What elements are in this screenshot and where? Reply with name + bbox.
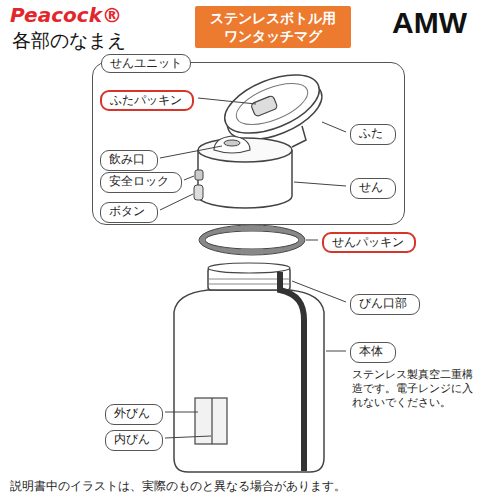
- label-text: せん: [359, 180, 387, 195]
- neck-opening: [208, 263, 290, 273]
- button-drawing: [194, 185, 203, 200]
- inner-wall: [211, 398, 212, 444]
- leader-line: [326, 351, 346, 352]
- note-text: ステンレス製真空二重構造です。電子レンジに入れないでください。: [352, 368, 477, 410]
- label-text: 本体: [359, 344, 387, 359]
- label-text: 飲み口: [109, 152, 149, 167]
- part-label: 飲み口: [100, 150, 158, 171]
- gasket-outline: [199, 225, 305, 255]
- leader-line: [165, 436, 211, 438]
- part-label: 外びん: [105, 404, 163, 425]
- product-badge: ステンレスボトル用 ワンタッチマグ: [195, 6, 351, 48]
- safety-lock: [195, 170, 203, 180]
- leader-line: [198, 98, 256, 104]
- lid-inner: [231, 75, 313, 133]
- leader-line: [160, 146, 222, 158]
- part-label: ふた: [350, 124, 396, 145]
- label-text: ボタン: [109, 204, 149, 219]
- leader-line: [306, 240, 318, 241]
- label-text: 外びん: [114, 406, 154, 421]
- leader-line: [184, 176, 194, 180]
- diagram-title: 各部のなまえ: [12, 28, 126, 54]
- label-text: せんパッキン: [332, 235, 406, 250]
- part-label: せん: [350, 178, 396, 199]
- cutaway-window: [195, 398, 227, 444]
- lid-seal: [250, 95, 277, 117]
- part-label: 内びん: [105, 430, 163, 451]
- gasket-ring: [202, 228, 302, 252]
- label-text: びん口部: [359, 296, 411, 311]
- part-label: せんパッキン: [322, 232, 416, 253]
- mouth-hole: [224, 140, 240, 146]
- label-text: 内びん: [114, 432, 154, 447]
- leader-lines: [160, 98, 346, 438]
- group-frame: せんユニットふたパッキンふた飲み口安全ロックせんボタン: [92, 62, 405, 225]
- brand-logo: Peacock®: [10, 3, 122, 27]
- label-text: ふたパッキン: [110, 93, 184, 108]
- lid-face: [217, 63, 328, 145]
- diagram-caption: 説明書中のイラストは、実際のものと異なる場合があります。: [10, 478, 346, 495]
- label-text: ふた: [359, 126, 387, 141]
- body-stripe: [280, 272, 304, 471]
- part-label: びん口部: [350, 294, 420, 315]
- group-heading: せんユニット: [101, 54, 191, 73]
- leader-line: [322, 122, 346, 132]
- hinge: [292, 126, 306, 147]
- model-code: AMW: [392, 6, 467, 40]
- part-label: 安全ロック: [100, 172, 182, 193]
- leader-line: [160, 194, 193, 210]
- mouthpiece: [214, 136, 250, 153]
- part-label: ふたパッキン: [100, 90, 194, 111]
- part-label: 本体: [350, 342, 396, 363]
- part-label: ボタン: [100, 202, 158, 223]
- label-text: 安全ロック: [109, 174, 173, 189]
- label-text: ステンレスボトル用 ワンタッチマグ: [207, 9, 339, 45]
- leader-line: [292, 281, 346, 302]
- gasket-inner: [205, 231, 299, 249]
- leader-line: [294, 182, 346, 186]
- leader-line: [165, 412, 198, 413]
